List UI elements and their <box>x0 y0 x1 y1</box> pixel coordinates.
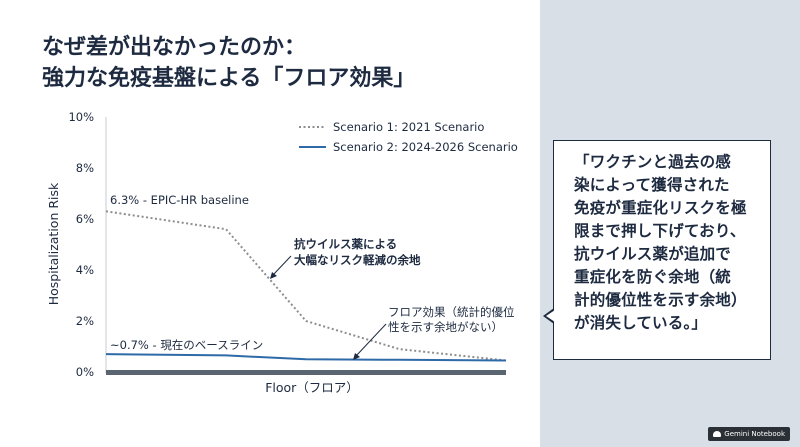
notebook-logo-icon <box>713 431 722 437</box>
gemini-notebook-badge: Gemini Notebook <box>708 427 790 441</box>
page-title: なぜ差が出なかったのか： 強力な免疫基盤による「フロア効果」 <box>42 32 415 94</box>
annotation-floor-arrowhead <box>353 353 360 360</box>
y-tick-label: 10% <box>68 110 94 124</box>
callout-line: 重症化を防ぐ余地（統 <box>574 268 732 286</box>
y-tick-label: 8% <box>76 161 94 175</box>
callout-box: 「ワクチンと過去の感 染によって獲得された 免疫が重症化リスクを極 限まで押し下… <box>553 140 771 360</box>
annotation-floor-line-1: フロア効果（統計的優位 <box>388 305 515 319</box>
y-tick-labels: 0% 2% 4% 6% 8% 10% <box>68 110 94 379</box>
y-axis-label: Hospitalization Risk <box>46 182 61 305</box>
legend: Scenario 1: 2021 Scenario Scenario 2: 20… <box>299 120 518 154</box>
footer-label: Gemini Notebook <box>724 430 785 438</box>
title-line-2: 強力な免疫基盤による「フロア効果」 <box>42 66 416 91</box>
floor-bar <box>106 370 506 375</box>
callout-text: 「ワクチンと過去の感 染によって獲得された 免疫が重症化リスクを極 限まで押し下… <box>574 151 754 335</box>
callout-line: 計的優位性を示す余地） <box>574 291 747 309</box>
legend-label-scenario-2: Scenario 2: 2024-2026 Scenario <box>333 140 518 154</box>
hospitalization-risk-chart: 0% 2% 4% 6% 8% 10% Hospitalization Risk Floor… <box>46 110 518 395</box>
y-tick-label: 2% <box>76 314 94 328</box>
annotation-floor-arrow <box>355 323 387 357</box>
annotation-antiviral-arrowhead <box>270 272 277 279</box>
y-tick-label: 6% <box>76 212 94 226</box>
callout-line: が消失している。」 <box>574 314 708 332</box>
title-line-1: なぜ差が出なかったのか： <box>42 35 307 60</box>
callout-line: 「ワクチンと過去の感 <box>574 153 732 171</box>
y-tick-label: 0% <box>76 365 94 379</box>
annotation-floor-line-2: 性を示す余地がない） <box>388 320 503 334</box>
legend-label-scenario-1: Scenario 1: 2021 Scenario <box>333 120 484 134</box>
annotation-antiviral-line-1: 抗ウイルス薬による <box>294 237 397 251</box>
annotation-current-baseline: ~0.7% - 現在のベースライン <box>110 338 263 352</box>
callout-line: 限まで押し下げており、 <box>574 222 746 240</box>
series-lines <box>105 210 507 362</box>
callout-pointer-inner <box>546 310 555 322</box>
annotation-antiviral-arrow <box>272 255 292 276</box>
annotation-antiviral-line-2: 大幅なリスク軽減の余地 <box>294 253 421 267</box>
callout-line: 染によって獲得された <box>574 176 730 194</box>
callout-line: 免疫が重症化リスクを極 <box>574 199 747 217</box>
y-tick-label: 4% <box>76 263 94 277</box>
series-line-scenario-1 <box>105 210 507 362</box>
callout-line: 抗ウイルス薬が追加で <box>574 245 732 263</box>
series-line-scenario-2 <box>105 353 507 362</box>
x-axis-label: Floor（フロア） <box>265 380 359 395</box>
annotation-epic-baseline: 6.3% - EPIC-HR baseline <box>110 193 249 207</box>
